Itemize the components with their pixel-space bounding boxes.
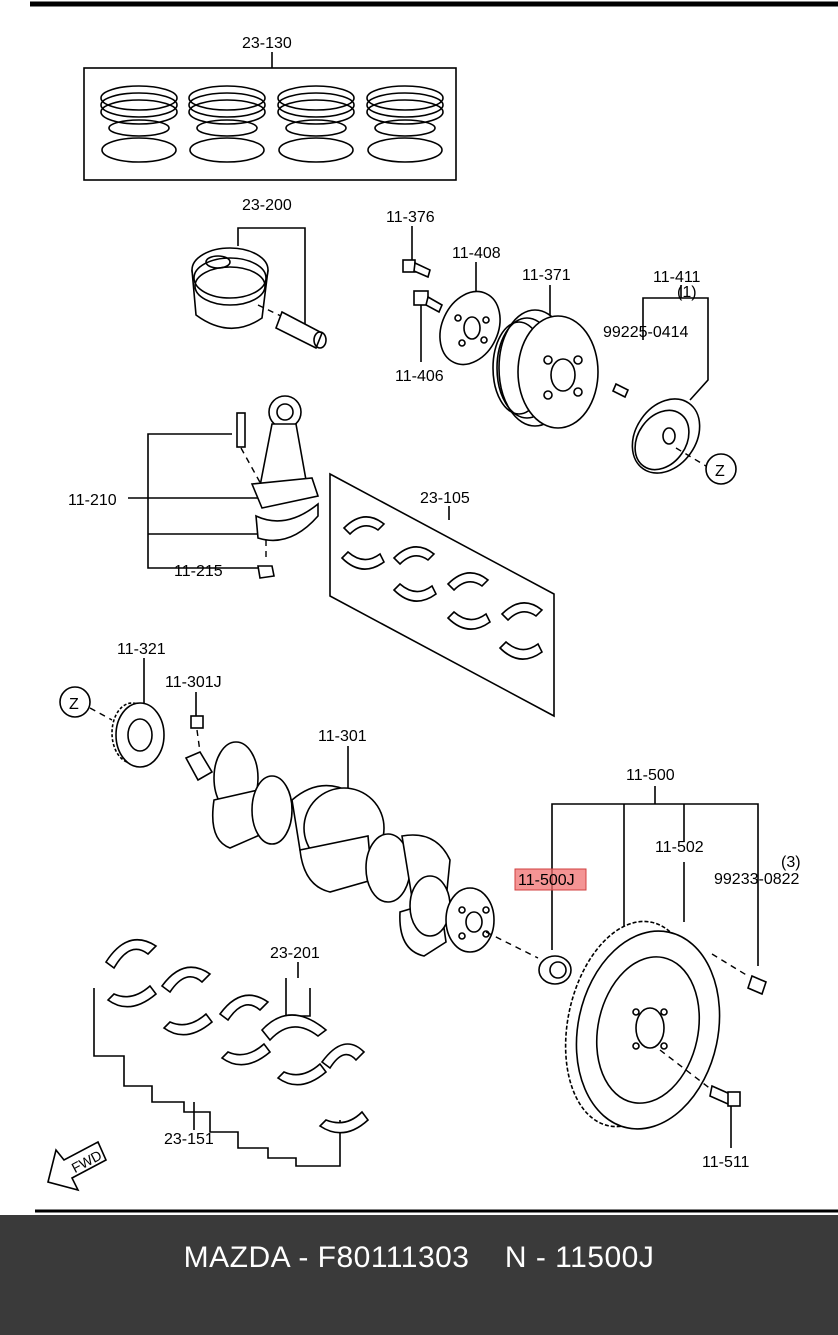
label-11-371: 11-371 xyxy=(522,267,571,284)
label-11-408: 11-408 xyxy=(452,245,501,262)
main-bearings-23-151[interactable] xyxy=(93,938,370,1167)
label-11-301: 11-301 xyxy=(318,728,367,745)
plate-11-408[interactable] xyxy=(429,262,512,374)
piston-rings-group[interactable] xyxy=(83,52,457,181)
reference-z-lower: Z xyxy=(69,696,79,713)
label-11-406: 11-406 xyxy=(395,368,444,385)
label-23-105: 23-105 xyxy=(420,490,470,507)
label-99233-0822: 99233-0822 xyxy=(714,871,800,888)
flywheel-11-500[interactable] xyxy=(538,786,767,1148)
gear-11-321[interactable] xyxy=(59,658,165,768)
label-11-500j[interactable]: 11-500J xyxy=(518,872,575,889)
highlight-11-500j xyxy=(514,868,587,891)
pulley-11-371[interactable] xyxy=(492,285,599,429)
fwd-arrow-icon xyxy=(47,1140,108,1192)
label-11-215: 11-215 xyxy=(174,563,223,580)
label-23-130: 23-130 xyxy=(242,35,292,52)
label-11-376: 11-376 xyxy=(386,209,435,226)
bolt-11-406[interactable] xyxy=(413,290,444,362)
label-11-500: 11-500 xyxy=(626,767,675,784)
bolt-11-376[interactable] xyxy=(402,226,431,279)
label-11-301j: 11-301J xyxy=(165,674,222,691)
plate-11-411[interactable] xyxy=(611,285,737,486)
label-11-411: 11-411 xyxy=(653,269,701,286)
ring-set-3 xyxy=(277,85,355,163)
label-23-201: 23-201 xyxy=(270,945,320,962)
reference-z-upper: Z xyxy=(715,463,725,480)
label-11-502: 11-502 xyxy=(655,839,704,856)
footer-bar: MAZDA - F80111303 N - 11500J xyxy=(0,1215,838,1335)
label-11-511: 11-511 xyxy=(702,1154,750,1171)
label-11-210: 11-210 xyxy=(68,492,117,509)
ring-set-2 xyxy=(188,85,266,163)
label-23-151: 23-151 xyxy=(164,1131,214,1148)
part-number-caption: MAZDA - F80111303 N - 11500J xyxy=(183,1241,655,1274)
label-qty-1: (1) xyxy=(677,284,697,301)
label-11-321: 11-321 xyxy=(117,641,166,658)
parts-diagram: 23-130 23-200 11-376 11-406 11-408 xyxy=(30,1,838,1213)
piston-group[interactable] xyxy=(191,227,327,350)
label-99225-0414: 99225-0414 xyxy=(603,324,689,341)
ring-set-1 xyxy=(100,85,178,163)
label-23-200: 23-200 xyxy=(242,197,292,214)
connecting-rod-11-210[interactable] xyxy=(128,395,320,579)
label-qty-3: (3) xyxy=(781,854,801,871)
key-11-301j[interactable] xyxy=(190,692,204,753)
ring-set-4 xyxy=(366,85,444,163)
bearing-set-23-105[interactable] xyxy=(329,472,555,718)
crankshaft-11-301[interactable] xyxy=(184,741,539,959)
